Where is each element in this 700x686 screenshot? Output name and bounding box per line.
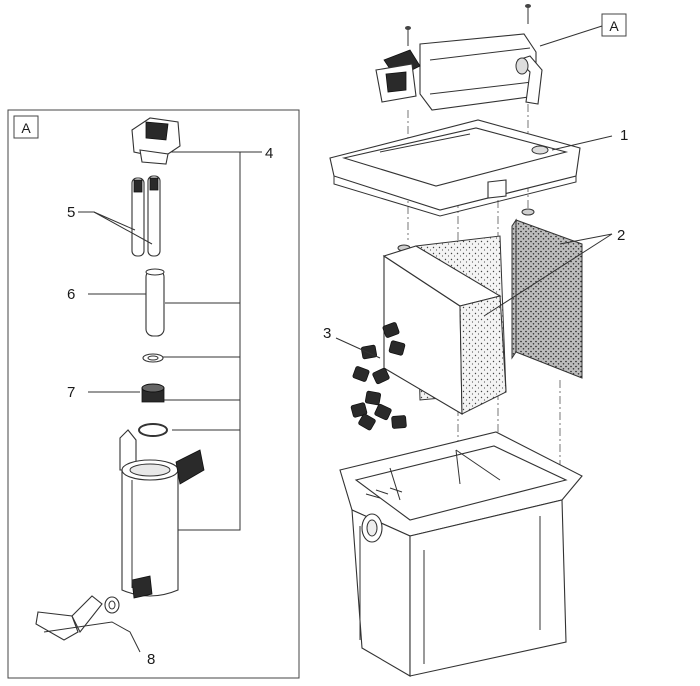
uv-housing-part — [119, 429, 205, 599]
filter-lid-part — [329, 119, 581, 217]
detail-a-label: A — [21, 120, 31, 136]
callout-4: 4 — [265, 145, 273, 162]
unit-tag-label: A — [609, 18, 619, 34]
main-leaders — [335, 135, 613, 359]
unit-tag-a: A — [539, 13, 627, 47]
quartz-tube-part — [145, 268, 165, 337]
callout-3: 3 — [323, 325, 331, 342]
inset-bracket-lines — [160, 151, 262, 531]
uv-clarifier-unit — [375, 33, 543, 111]
lamp-head-part — [131, 117, 181, 165]
uv-tubes-part — [131, 175, 161, 257]
filter-box-part — [339, 431, 583, 677]
filter-sponges-part — [382, 218, 583, 415]
callout-7: 7 — [67, 384, 75, 401]
callout-8: 8 — [147, 651, 155, 668]
screws — [405, 4, 531, 46]
detail-a-frame: A — [7, 109, 300, 679]
inset-leaders — [78, 211, 153, 393]
seal-rings-part — [138, 353, 168, 437]
callout-1: 1 — [620, 127, 628, 144]
callout-2: 2 — [617, 227, 625, 244]
callout-6: 6 — [67, 286, 75, 303]
bio-media-part — [350, 322, 407, 431]
callout-5: 5 — [67, 204, 75, 221]
hose-elbow-part — [35, 595, 141, 653]
detail-a-label-box — [13, 115, 39, 139]
